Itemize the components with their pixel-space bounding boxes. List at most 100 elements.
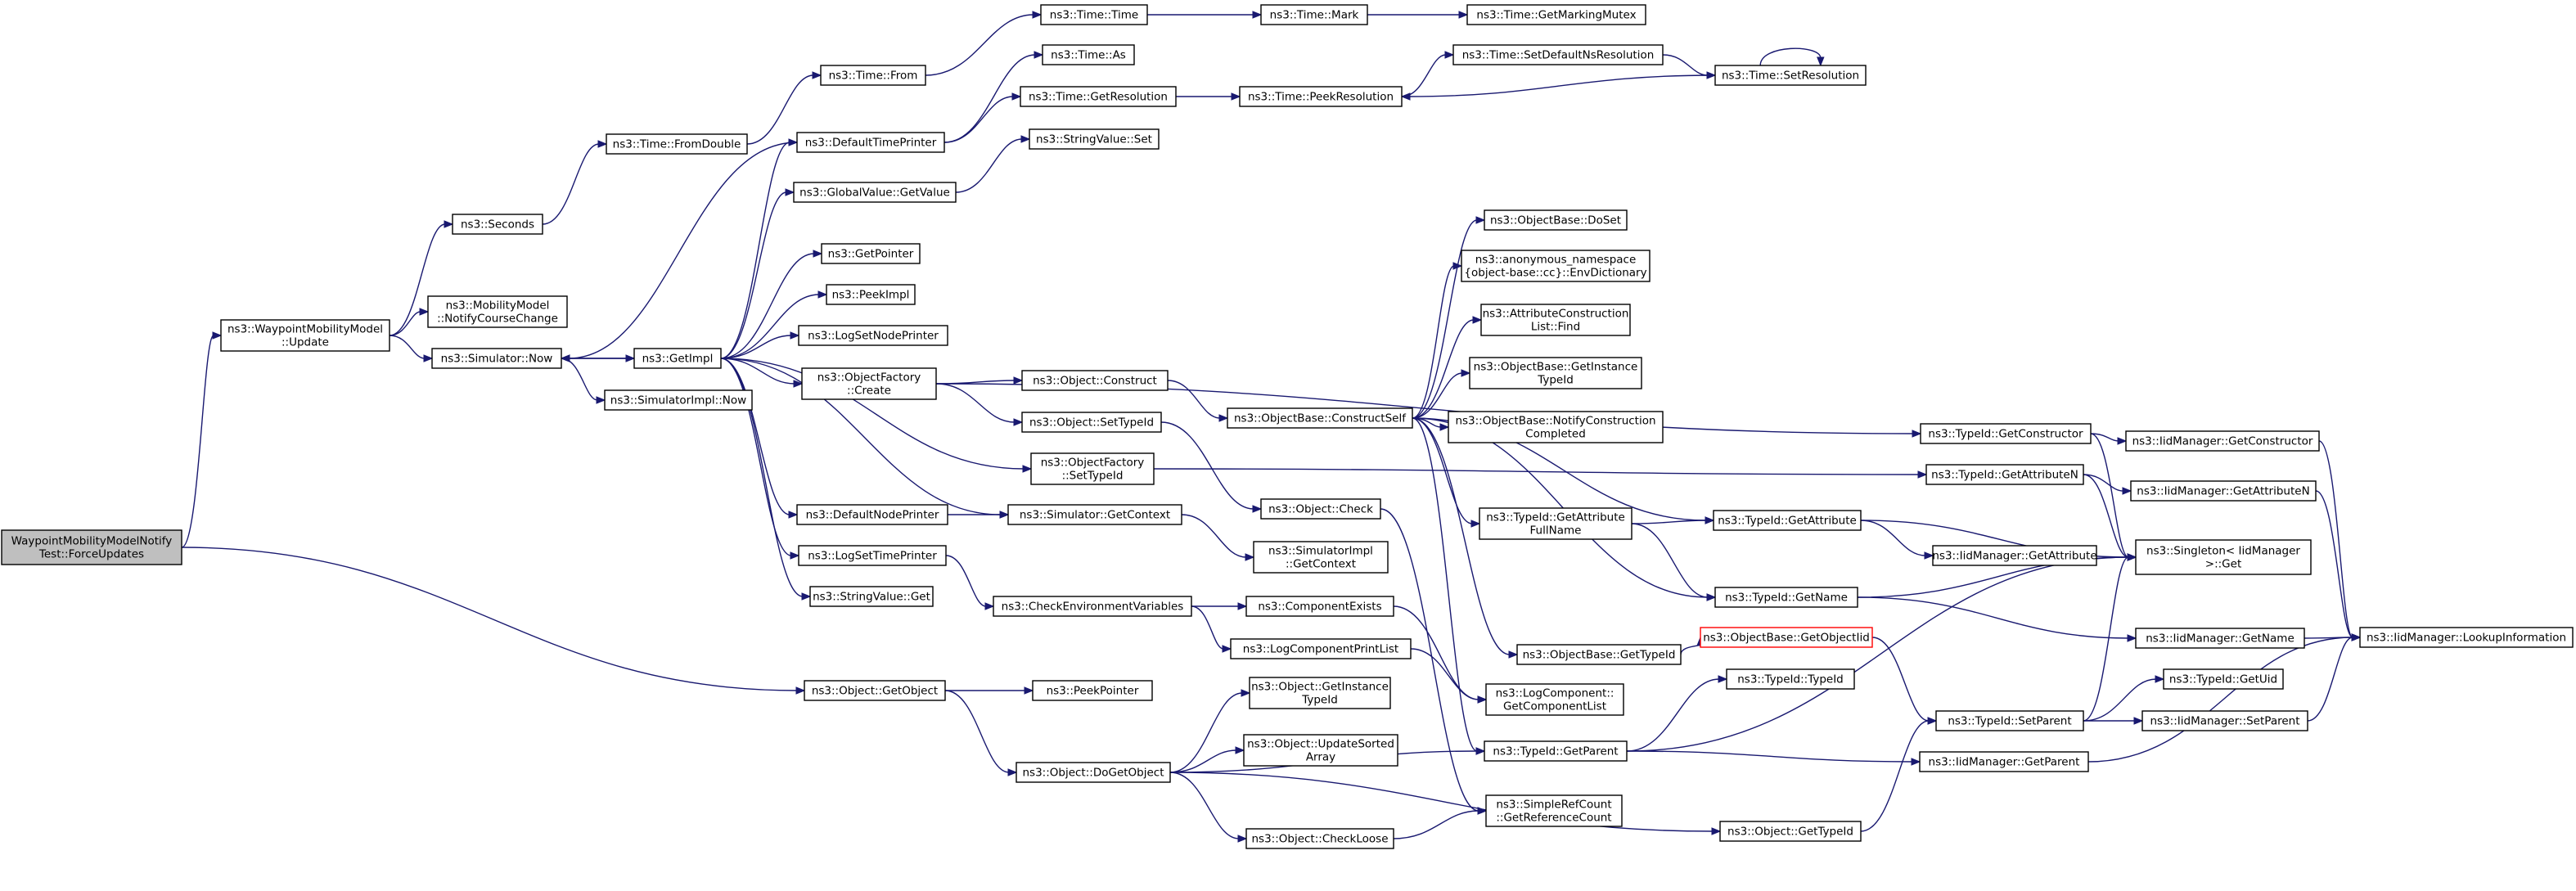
node-peek-impl[interactable]: ns3::PeekImpl [826, 284, 916, 305]
node-of-set-typeid[interactable]: ns3::ObjectFactory::SetTypeId [1030, 452, 1155, 485]
node-box [796, 132, 945, 153]
node-get-resolution[interactable]: ns3::Time::GetResolution [1020, 86, 1177, 107]
edge-arrowhead [1237, 835, 1248, 843]
node-iid-get-name[interactable]: ns3::IidManager::GetName [2135, 628, 2305, 649]
node-of-create[interactable]: ns3::ObjectFactory::Create [801, 367, 937, 400]
node-global-get-value[interactable]: ns3::GlobalValue::GetValue [793, 182, 957, 203]
node-default-time-printer[interactable]: ns3::DefaultTimePrinter [796, 132, 945, 153]
node-tid-get-parent[interactable]: ns3::TypeId::GetParent [1484, 740, 1628, 762]
edge-arrowhead [790, 331, 800, 340]
node-wmm-update[interactable]: ns3::WaypointMobilityModel::Update [220, 319, 390, 352]
node-label: ns3::Time::GetResolution [1029, 91, 1168, 104]
node-ob-notify-construction[interactable]: ns3::ObjectBase::NotifyConstructionCompl… [1448, 411, 1664, 443]
node-obj-construct[interactable]: ns3::Object::Construct [1021, 370, 1169, 391]
node-peek-resolution[interactable]: ns3::Time::PeekResolution [1239, 86, 1403, 107]
edge-arrowhead [2122, 487, 2132, 495]
edge-ob-construct-self-to-ob-get-typeid [1412, 417, 1519, 659]
node-check-loose[interactable]: ns3::Object::CheckLoose [1245, 828, 1394, 849]
node-peek-pointer[interactable]: ns3::PeekPointer [1032, 680, 1153, 701]
node-log-component-print-list[interactable]: ns3::LogComponentPrintList [1230, 638, 1412, 659]
node-tid-get-attribute-n[interactable]: ns3::TypeId::GetAttributeN [1925, 464, 2084, 485]
node-set-default-ns[interactable]: ns3::Time::SetDefaultNsResolution [1452, 44, 1664, 65]
node-log-set-node-printer[interactable]: ns3::LogSetNodePrinter [798, 325, 948, 346]
node-notify-course[interactable]: ns3::MobilityModel::NotifyCourseChange [427, 295, 568, 328]
node-tid-get-attribute[interactable]: ns3::TypeId::GetAttribute [1713, 510, 1862, 531]
node-log-set-time-printer[interactable]: ns3::LogSetTimePrinter [798, 545, 947, 566]
node-box [1935, 710, 2084, 731]
node-seconds[interactable]: ns3::Seconds [452, 214, 543, 235]
edge-sim-get-context-to-simimpl-get-context [1181, 514, 1255, 561]
node-get-impl[interactable]: ns3::GetImpl [633, 348, 722, 369]
node-tid-typeid[interactable]: ns3::TypeId::TypeId [1726, 668, 1855, 690]
node-ob-construct-self[interactable]: ns3::ObjectBase::ConstructSelf [1227, 407, 1413, 429]
node-obj-check[interactable]: ns3::Object::Check [1260, 498, 1381, 520]
node-tid-get-uid[interactable]: ns3::TypeId::GetUid [2163, 668, 2284, 690]
node-box [1714, 65, 1867, 86]
node-box [1040, 4, 1148, 25]
node-label: TypeId [1301, 694, 1338, 707]
node-box [1245, 828, 1394, 849]
node-box [2359, 627, 2574, 648]
edge-tid-set-parent-to-singleton-get [2083, 553, 2137, 722]
node-tid-get-name[interactable]: ns3::TypeId::GetName [1714, 587, 1858, 608]
node-iid-get-attribute-n[interactable]: ns3::IidManager::GetAttributeN [2130, 480, 2317, 502]
node-ob-doset[interactable]: ns3::ObjectBase::DoSet [1484, 209, 1628, 231]
node-time-as[interactable]: ns3::Time::As [1042, 44, 1135, 65]
node-box [1245, 596, 1394, 617]
node-iid-set-parent[interactable]: ns3::IidManager::SetParent [2141, 710, 2308, 731]
node-iid-get-parent[interactable]: ns3::IidManager::GetParent [1919, 751, 2089, 772]
edge-arrowhead [793, 380, 804, 388]
node-from-double[interactable]: ns3::Time::FromDouble [606, 133, 748, 155]
node-box [798, 545, 947, 566]
node-sim-get-context[interactable]: ns3::Simulator::GetContext [1007, 504, 1182, 525]
node-singleton-get[interactable]: ns3::Singleton< IidManager >::Get [2135, 539, 2312, 575]
edge-arrowhead [1927, 717, 1938, 725]
node-log-get-component-list[interactable]: ns3::LogComponent::GetComponentList [1485, 683, 1624, 716]
node-default-node-printer[interactable]: ns3::DefaultNodePrinter [796, 504, 948, 525]
node-iid-get-constructor[interactable]: ns3::IidManager::GetConstructor [2125, 430, 2320, 452]
node-label: ns3::SimulatorImpl::Now [610, 394, 746, 407]
node-simimpl-now[interactable]: ns3::SimulatorImpl::Now [604, 389, 753, 411]
node-ob-get-object-iid[interactable]: ns3::ObjectBase::GetObjectIid [1700, 627, 1873, 648]
node-get-object[interactable]: ns3::Object::GetObject [804, 680, 946, 701]
edge-wmm-update-to-sim-now [389, 335, 434, 362]
node-string-value-get[interactable]: ns3::StringValue::Get [809, 586, 934, 607]
node-obj-get-typeid[interactable]: ns3::Object::GetTypeId [1719, 821, 1862, 842]
node-env-dictionary[interactable]: ns3::anonymous_namespace{object-base::cc… [1461, 250, 1651, 282]
node-marking-mutex[interactable]: ns3::Time::GetMarkingMutex [1466, 4, 1646, 25]
edge-arrowhead [788, 511, 799, 519]
node-label: ::Update [281, 336, 329, 349]
edge-root-to-wmm-update [181, 331, 223, 548]
node-simimpl-get-context[interactable]: ns3::SimulatorImpl::GetContext [1253, 541, 1389, 574]
node-time-mark[interactable]: ns3::Time::Mark [1260, 4, 1368, 25]
node-iid-get-attribute[interactable]: ns3::IidManager::GetAttribute [1932, 545, 2097, 566]
node-ob-get-typeid[interactable]: ns3::ObjectBase::GetTypeId [1516, 644, 1682, 665]
node-box [993, 596, 1192, 617]
node-component-exists[interactable]: ns3::ComponentExists [1245, 596, 1394, 617]
node-time-from[interactable]: ns3::Time::From [820, 65, 926, 86]
node-get-pointer[interactable]: ns3::GetPointer [821, 243, 921, 264]
node-tid-get-constructor[interactable]: ns3::TypeId::GetConstructor [1920, 423, 2092, 444]
node-tid-set-parent[interactable]: ns3::TypeId::SetParent [1935, 710, 2084, 731]
node-time-time[interactable]: ns3::Time::Time [1040, 4, 1148, 25]
edge-arrowhead [801, 592, 812, 601]
node-sim-now[interactable]: ns3::Simulator::Now [431, 348, 562, 369]
node-check-env[interactable]: ns3::CheckEnvironmentVariables [993, 596, 1192, 617]
node-root[interactable]: WaypointMobilityModelNotifyTest::ForceUp… [1, 529, 182, 565]
node-iid-lookup[interactable]: ns3::IidManager::LookupInformation [2359, 627, 2574, 648]
edge-line [1408, 74, 1716, 97]
edge-line [1169, 692, 1243, 773]
node-label: ns3::Object::SetTypeId [1029, 416, 1154, 430]
edge-get-resolution-to-peek-resolution [1176, 92, 1241, 101]
node-do-get-object[interactable]: ns3::Object::DoGetObject [1016, 762, 1171, 783]
node-simple-ref-count[interactable]: ns3::SimpleRefCount::GetReferenceCount [1485, 794, 1623, 827]
node-obj-set-typeid[interactable]: ns3::Object::SetTypeId [1021, 412, 1162, 433]
node-set-resolution[interactable]: ns3::Time::SetResolution [1714, 65, 1867, 86]
node-string-value-set[interactable]: ns3::StringValue::Set [1029, 128, 1160, 150]
